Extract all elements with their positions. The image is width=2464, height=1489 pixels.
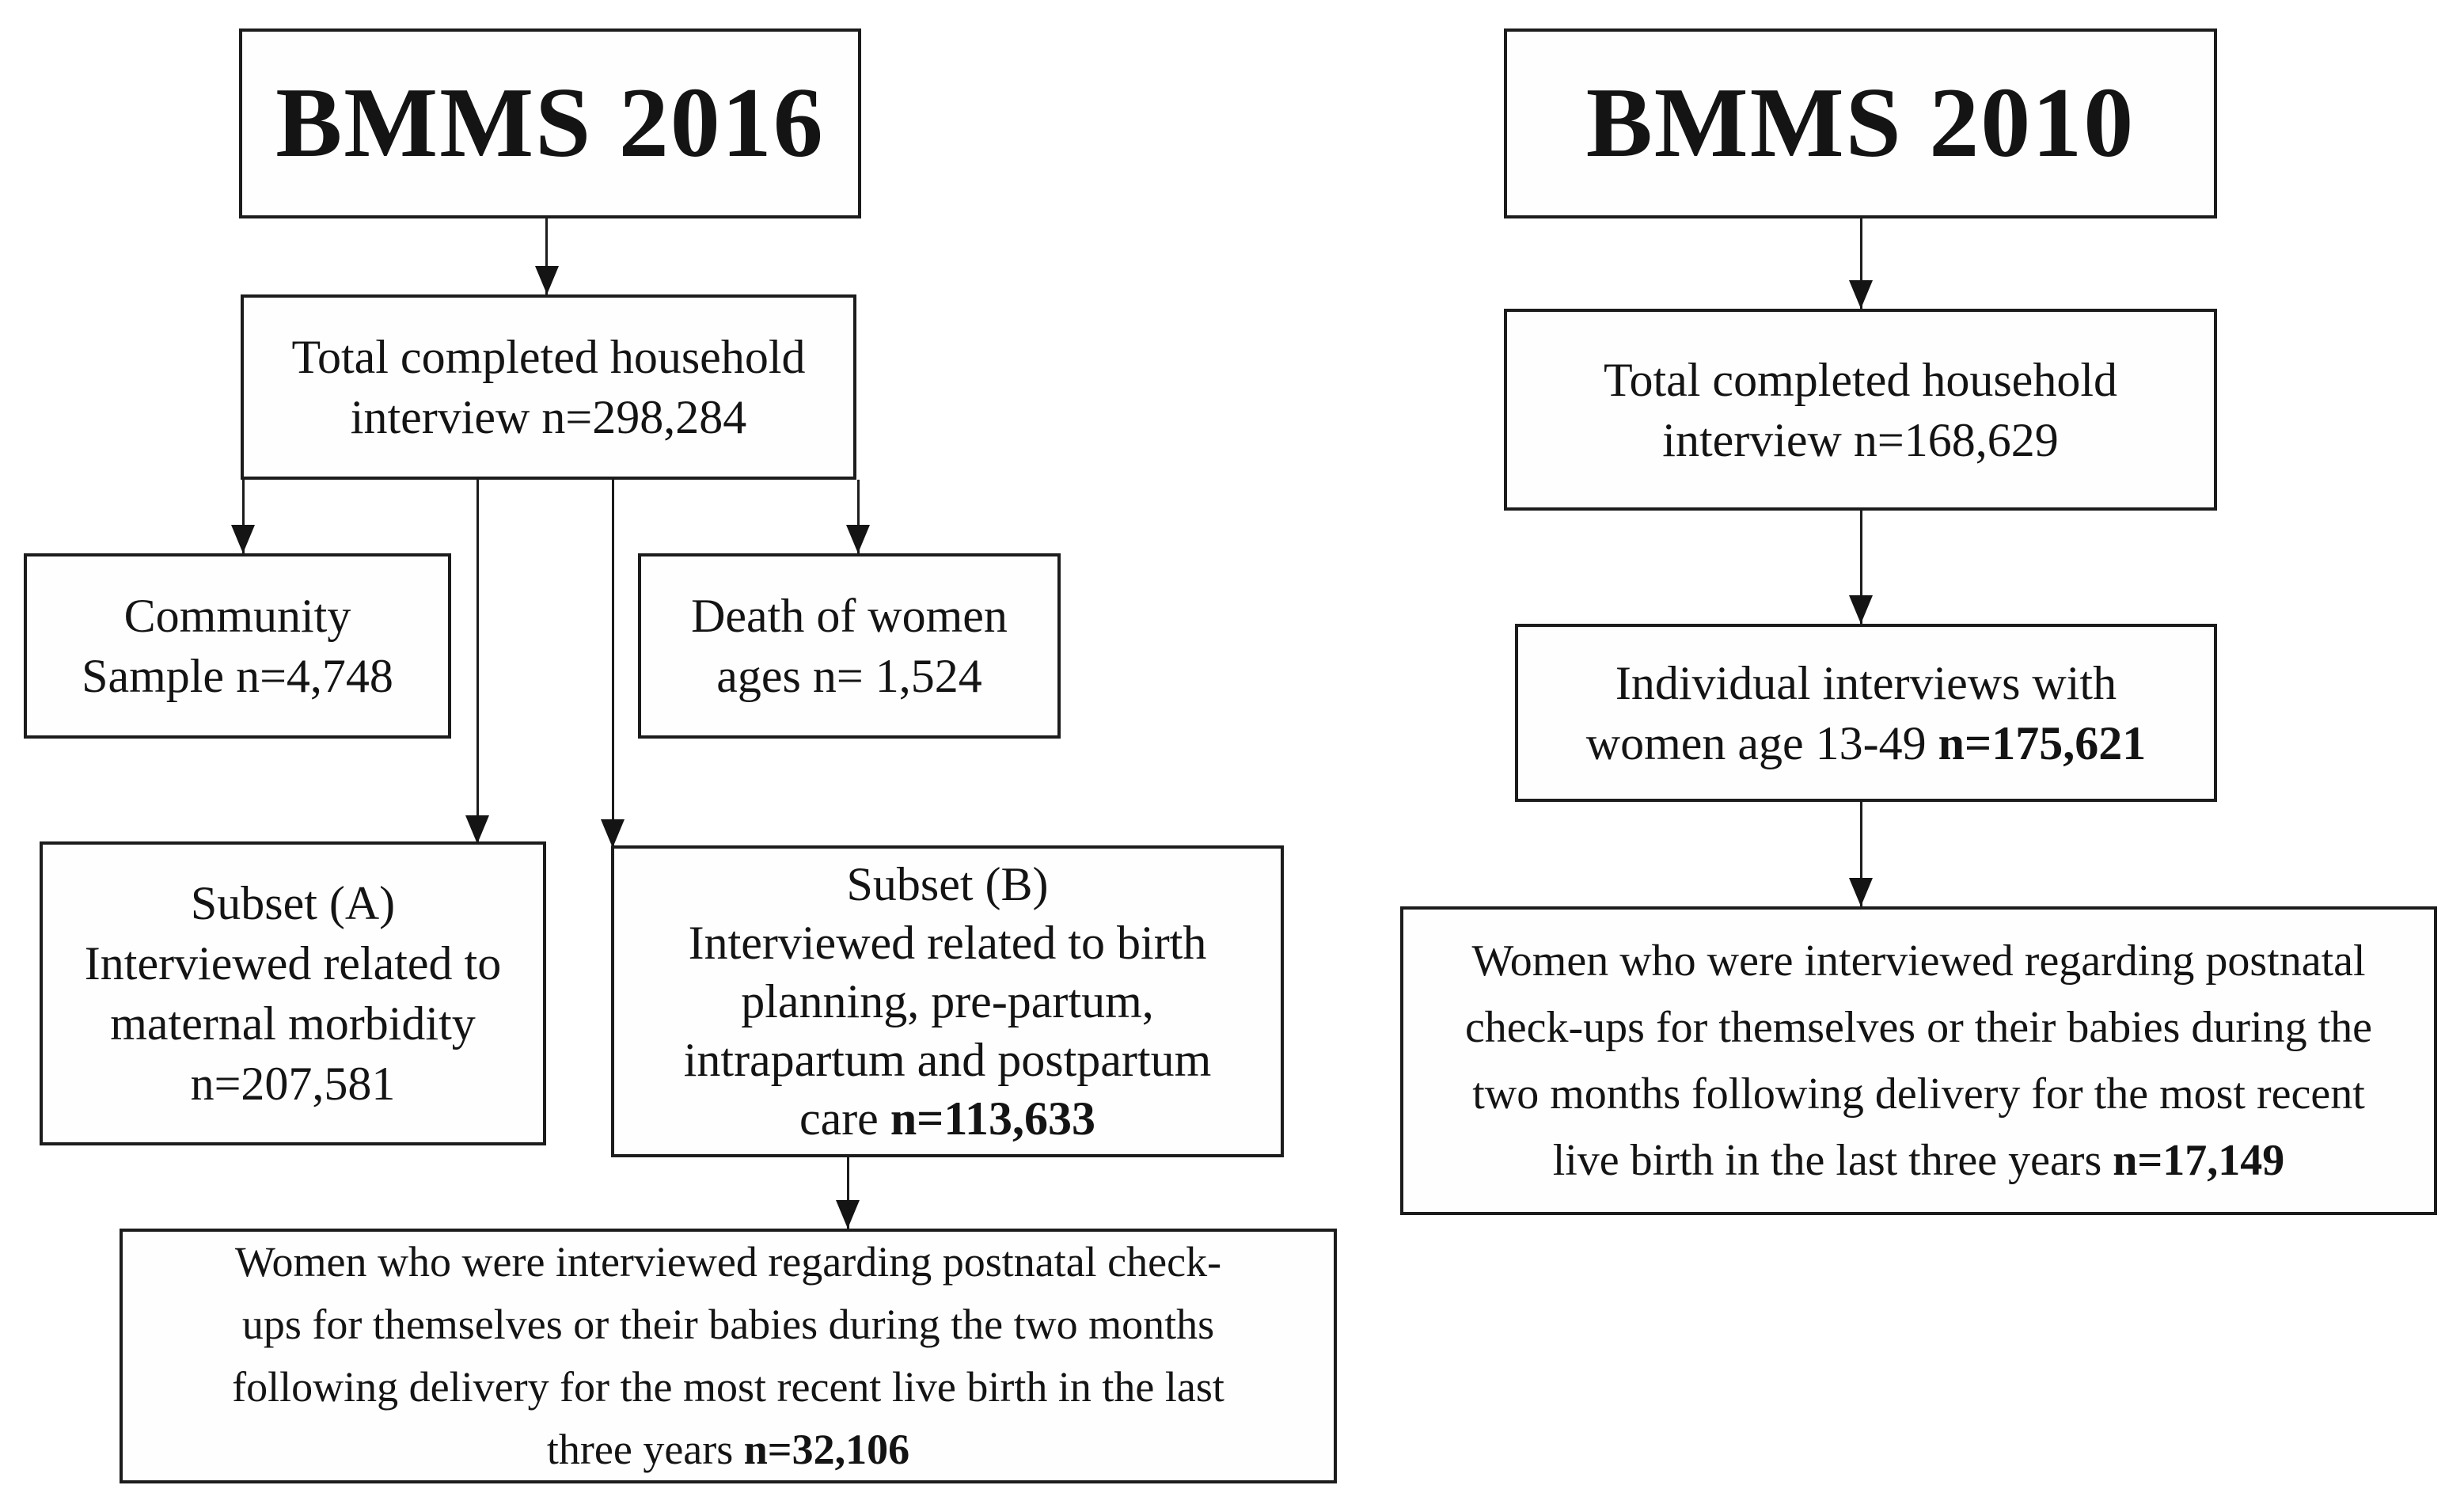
text-segment: check-ups for themselves or their babies… [1464, 1003, 2373, 1052]
text-segment: Total completed household [1604, 353, 2117, 406]
text-segment: BMMS 2010 [1585, 68, 2136, 178]
text-segment: interview n=298,284 [350, 391, 747, 443]
text-segment: planning, pre-partum, [741, 975, 1154, 1027]
text-line: Women who were interviewed regarding pos… [1471, 928, 2365, 994]
text-segment: Sample n=4,748 [82, 650, 393, 702]
text-segment: intrapartum and postpartum [683, 1034, 1212, 1086]
arrowhead-2010-household-to-individual [1849, 595, 1873, 624]
text-line: Total completed household [292, 327, 806, 387]
text-line: Death of women [691, 586, 1008, 646]
text-line: maternal morbidity [110, 993, 476, 1054]
text-segment: ages n= 1,524 [716, 650, 982, 702]
connector-subset-b-to-outcome [847, 1157, 849, 1229]
household-interview-2010-box: Total completed household interview n=16… [1504, 309, 2217, 511]
text-line: Subset (B) [847, 855, 1049, 914]
text-segment: care [799, 1092, 890, 1145]
individual-interviews-box: Individual interviews with women age 13-… [1515, 624, 2217, 802]
text-segment: maternal morbidity [110, 997, 476, 1050]
text-segment: following delivery for the most recent l… [232, 1363, 1224, 1411]
text-segment-bold: n=113,633 [890, 1092, 1096, 1145]
text-line: Interviewed related to birth [689, 914, 1207, 972]
text-segment: BMMS 2016 [275, 68, 825, 178]
text-segment: two months following delivery for the mo… [1472, 1069, 2365, 1119]
text-line: ups for themselves or their babies durin… [242, 1293, 1214, 1356]
text-segment: Total completed household [291, 331, 806, 383]
text-line: ages n= 1,524 [716, 646, 981, 706]
community-sample-box: Community Sample n=4,748 [24, 553, 451, 739]
text-segment: Interviewed related to birth [688, 917, 1207, 969]
text-segment: women age 13-49 [1585, 716, 1938, 769]
connector-2016-household-to-subset-b [612, 480, 614, 848]
text-line: three years n=32,106 [547, 1419, 909, 1481]
connector-2016-household-to-death [857, 480, 860, 553]
text-segment-bold: n=32,106 [743, 1426, 910, 1473]
arrowhead-2016-household-to-subset-a [465, 815, 489, 844]
bmms-2010-title-box: BMMS 2010 [1504, 28, 2217, 218]
text-line: n=207,581 [191, 1054, 396, 1114]
text-line: women age 13-49 n=175,621 [1586, 713, 2146, 773]
household-interview-2016-box: Total completed household interview n=29… [241, 294, 856, 480]
text-line: live birth in the last three years n=17,… [1553, 1127, 2285, 1194]
text-segment: Women who were interviewed regarding pos… [1471, 936, 2366, 986]
arrowhead-2010-title-to-household [1849, 280, 1873, 309]
text-line: Individual interviews with [1615, 653, 2117, 713]
text-segment: three years [546, 1426, 744, 1473]
arrowhead-2016-household-to-subset-b [601, 819, 625, 848]
connector-2016-household-to-subset-a [476, 480, 479, 844]
connector-2010-individual-to-outcome [1860, 802, 1862, 906]
text-segment: Death of women [691, 590, 1008, 642]
text-line: following delivery for the most recent l… [232, 1356, 1224, 1419]
text-line: care n=113,633 [799, 1089, 1095, 1148]
text-line: Community [124, 586, 351, 646]
text-segment: live birth in the last three years [1552, 1136, 2113, 1185]
text-segment: ups for themselves or their babies durin… [241, 1301, 1215, 1348]
text-segment-bold: n=175,621 [1938, 716, 2147, 769]
text-line: planning, pre-partum, [741, 972, 1154, 1031]
bmms-2016-title-box: BMMS 2016 [239, 28, 861, 218]
text-line: Women who were interviewed regarding pos… [235, 1231, 1221, 1293]
text-line: intrapartum and postpartum [684, 1031, 1212, 1089]
text-line: two months following delivery for the mo… [1472, 1061, 2365, 1127]
text-segment: Community [123, 590, 351, 642]
postnatal-outcome-2016-box: Women who were interviewed regarding pos… [120, 1229, 1337, 1483]
text-segment: Subset (A) [190, 877, 396, 929]
text-line: interview n=298,284 [351, 387, 746, 447]
text-line: BMMS 2016 [275, 68, 824, 179]
arrowhead-2016-household-to-community [231, 525, 255, 553]
text-segment: Individual interviews with [1615, 656, 2117, 709]
text-segment-bold: n=17,149 [2113, 1136, 2285, 1185]
text-line: check-ups for themselves or their babies… [1465, 994, 2372, 1061]
subset-b-box: Subset (B) Interviewed related to birth … [611, 845, 1284, 1157]
arrowhead-subset-b-to-outcome [836, 1200, 860, 1229]
text-segment: interview n=168,629 [1662, 413, 2059, 466]
connector-2010-household-to-individual [1860, 511, 1862, 624]
text-line: BMMS 2010 [1586, 68, 2135, 179]
text-line: Sample n=4,748 [82, 646, 393, 706]
arrowhead-2016-title-to-household [535, 266, 559, 294]
text-segment: Subset (B) [846, 858, 1049, 910]
text-segment: Interviewed related to [84, 937, 502, 990]
arrowhead-2016-household-to-death [846, 525, 870, 553]
text-segment: n=207,581 [190, 1058, 396, 1110]
connector-2016-household-to-community [242, 480, 245, 553]
text-line: Interviewed related to [85, 933, 501, 993]
arrowhead-2010-individual-to-outcome [1849, 878, 1873, 906]
connector-2016-title-to-household [545, 218, 548, 294]
postnatal-outcome-2010-box: Women who were interviewed regarding pos… [1400, 906, 2437, 1215]
text-line: Total completed household [1604, 350, 2117, 410]
connector-2010-title-to-household [1860, 218, 1862, 309]
subset-a-box: Subset (A) Interviewed related to matern… [40, 841, 546, 1145]
text-segment: Women who were interviewed regarding pos… [234, 1238, 1222, 1286]
text-line: interview n=168,629 [1662, 410, 2058, 470]
text-line: Subset (A) [191, 873, 395, 933]
death-of-women-box: Death of women ages n= 1,524 [638, 553, 1061, 739]
